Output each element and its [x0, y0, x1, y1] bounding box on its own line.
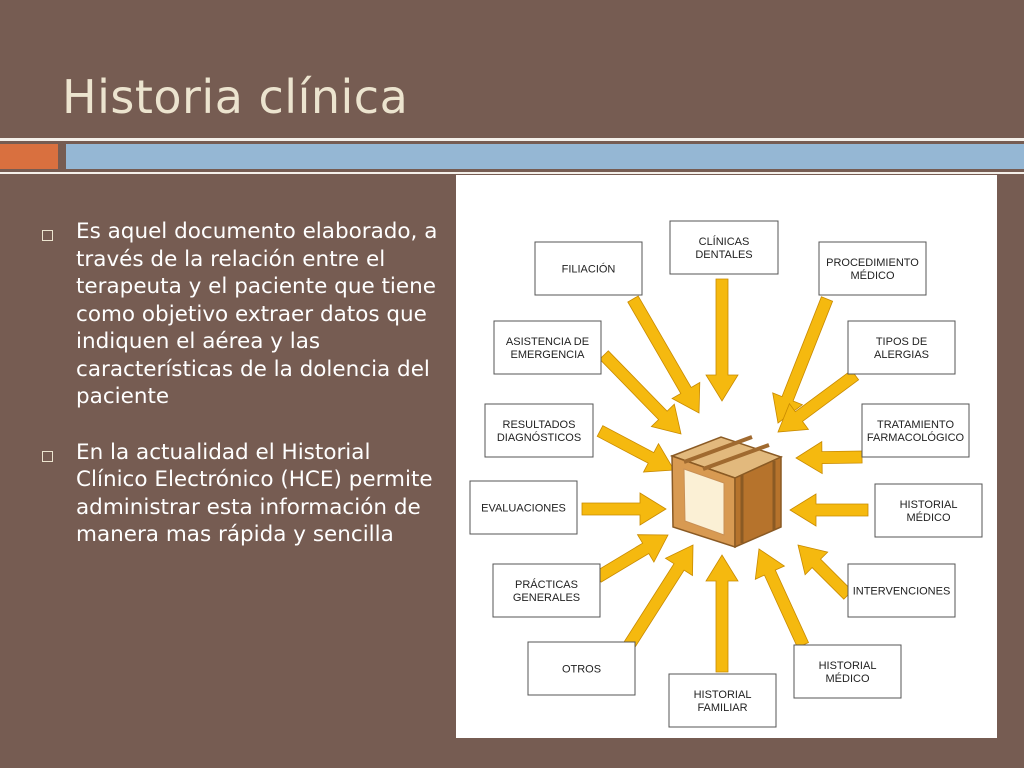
accent-bar-blue: [66, 144, 1024, 169]
diagram-box-label: DIAGNÓSTICOS: [497, 431, 581, 444]
diagram-box-label: ALERGIAS: [874, 349, 929, 361]
arrow-icon: [797, 544, 853, 600]
bullet-list: Es aquel documento elaborado, a través d…: [38, 218, 438, 577]
diagram-box-label: ASISTENCIA DE: [506, 336, 589, 348]
arrow-icon: [594, 534, 669, 583]
bullet-text: Es aquel documento elaborado, a través d…: [76, 219, 438, 409]
diagram-box-label: HISTORIAL: [900, 499, 958, 511]
diagram-box-label: GENERALES: [513, 592, 580, 604]
slide-title: Historia clínica: [62, 70, 409, 124]
diagram-box-label: DENTALES: [695, 249, 752, 261]
diagram-box: INTERVENCIONES: [847, 563, 956, 618]
diagram-box: FILIACIÓN: [534, 241, 643, 296]
diagram-box-label: PROCEDIMIENTO: [826, 257, 919, 269]
bullet-text: En la actualidad el Historial Clínico El…: [76, 439, 433, 548]
diagram-box-label: HISTORIAL: [819, 660, 877, 672]
diagram-box-label: RESULTADOS: [503, 419, 576, 431]
diagram-box-label: HISTORIAL: [694, 689, 752, 701]
arrow-icon: [789, 493, 869, 527]
arrow-icon: [599, 350, 682, 435]
arrow-icon: [581, 492, 667, 526]
square-bullet-icon: [42, 230, 53, 241]
arrow-icon: [777, 369, 860, 433]
arrow-icon: [705, 554, 739, 673]
arrows-group: [581, 278, 869, 673]
diagram-box-label: OTROS: [562, 664, 601, 676]
bullet-item: En la actualidad el Historial Clínico El…: [38, 439, 438, 549]
diagram-box-label: MÉDICO: [907, 511, 951, 524]
arrow-icon: [705, 278, 739, 402]
diagram-box-label: MÉDICO: [851, 269, 895, 282]
diagram-box-label: EVALUACIONES: [481, 503, 566, 515]
square-bullet-icon: [42, 450, 53, 462]
diagram-box: OTROS: [527, 641, 636, 696]
title-divider-bottom: [0, 172, 1024, 174]
diagram-box-label: FILIACIÓN: [562, 263, 616, 276]
diagram-box-label: MÉDICO: [826, 672, 870, 685]
arrow-icon: [627, 295, 701, 414]
diagram-box-label: PRÁCTICAS: [515, 578, 578, 591]
diagram-canvas: FILIACIÓNCLÍNICASDENTALESPROCEDIMIENTOMÉ…: [469, 220, 983, 728]
diagram-box-label: FAMILIAR: [697, 702, 747, 714]
diagram-box: EVALUACIONES: [469, 480, 578, 535]
diagram-box-label: TIPOS DE: [876, 336, 927, 348]
accent-bar-orange: [0, 144, 58, 169]
bullet-item: Es aquel documento elaborado, a través d…: [38, 218, 438, 411]
arrow-icon: [622, 544, 694, 651]
label-boxes: FILIACIÓNCLÍNICASDENTALESPROCEDIMIENTOMÉ…: [469, 220, 983, 728]
arrow-icon: [795, 440, 863, 475]
diagram-box-label: CLÍNICAS: [699, 235, 750, 248]
arrow-icon: [596, 425, 675, 473]
diagram-box-label: EMERGENCIA: [511, 349, 586, 361]
diagram-box-label: INTERVENCIONES: [853, 586, 951, 598]
crate-icon: [669, 435, 784, 549]
arrow-icon: [754, 548, 810, 649]
diagram-box-label: FARMACOLÓGICO: [867, 431, 965, 444]
diagram-box-label: TRATAMIENTO: [877, 419, 954, 431]
title-divider-top: [0, 138, 1024, 141]
